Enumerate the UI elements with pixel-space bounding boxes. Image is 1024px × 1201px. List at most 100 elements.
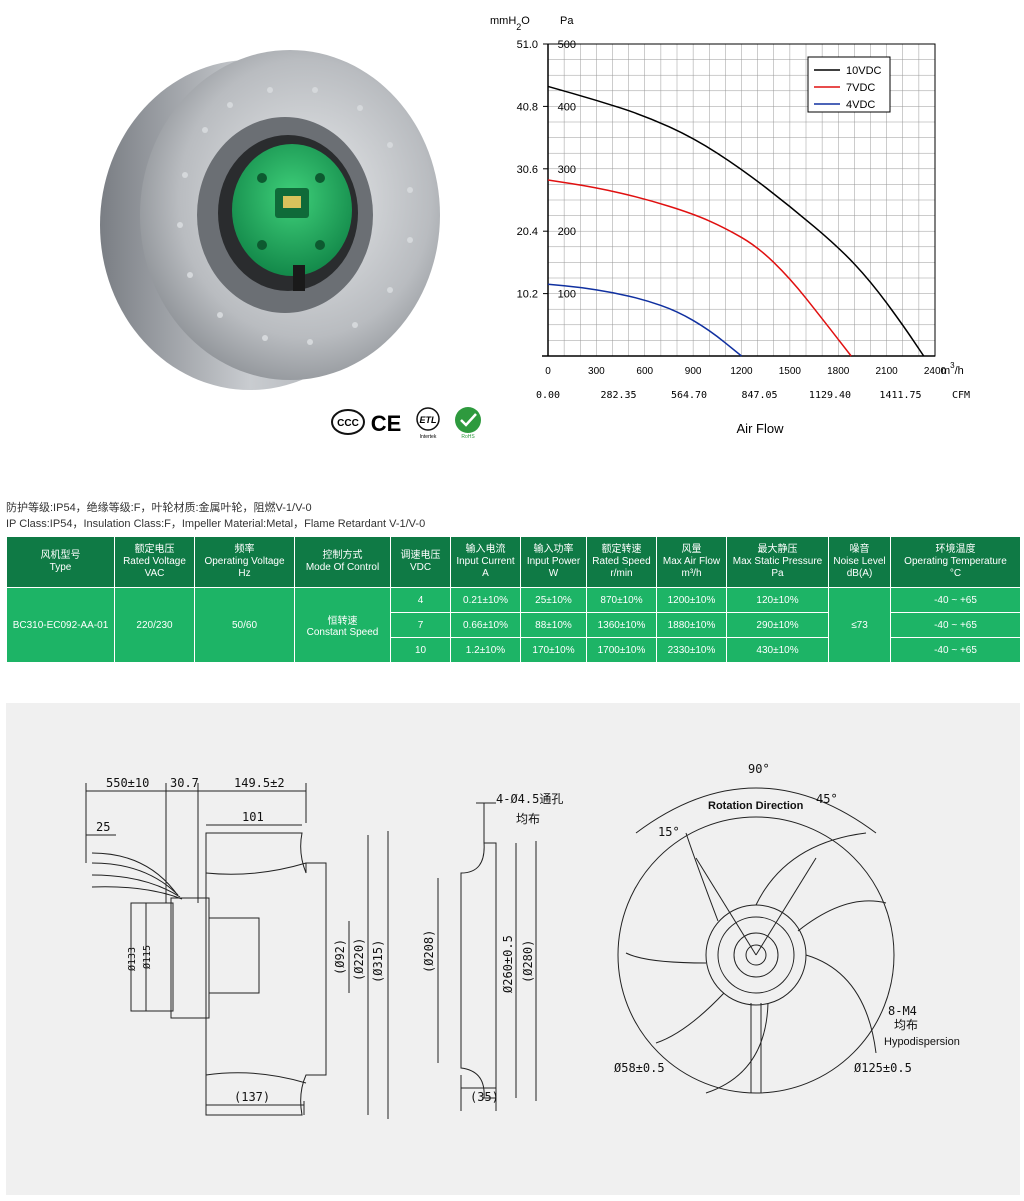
power-cell: 170±10% (520, 637, 587, 663)
noise-cell: ≤73 (828, 587, 891, 663)
svg-text:(Ø315): (Ø315) (371, 940, 385, 983)
power-cell: 25±10% (520, 587, 587, 613)
svg-text:Intertek: Intertek (420, 434, 437, 440)
temp-cell: -40 ~ +65 (890, 587, 1021, 613)
series-line-4VDC (547, 283, 742, 357)
y-tick-label-pa: 500 (558, 39, 576, 51)
spec-line-cn: 防护等级:IP54，绝缘等级:F，叶轮材质:金属叶轮，阻燃V-1/V-0 (6, 502, 312, 514)
svg-text:101: 101 (242, 810, 264, 824)
svg-text:Ø133: Ø133 (126, 947, 138, 971)
rohs-logo: RoHS (455, 407, 481, 440)
y-tick-label-mmh2o: 10.2 (517, 289, 538, 301)
svg-text:RoHS: RoHS (461, 434, 475, 440)
legend-label: 4VDC (846, 99, 875, 111)
y-unit-mmh2o: mmH2O (490, 15, 530, 32)
svg-text:8-M4: 8-M4 (888, 1004, 917, 1018)
svg-text:(Ø220): (Ø220) (352, 938, 366, 981)
x-tick-label-cmh: 2100 (876, 366, 899, 377)
x-tick-label-cmh: 900 (685, 366, 702, 377)
current-cell: 0.21±10% (450, 587, 521, 613)
svg-text:(Ø280): (Ø280) (521, 940, 535, 983)
x-unit-cmh: m3/h (941, 361, 964, 377)
legend-label: 10VDC (846, 65, 882, 77)
svg-text:(Ø208): (Ø208) (422, 930, 436, 973)
svg-text:15°: 15° (658, 825, 680, 839)
speed-cell: 1700±10% (586, 637, 657, 663)
svg-text:均布: 均布 (516, 812, 540, 826)
front-view-drawing (617, 787, 895, 1094)
spec-section: 防护等级:IP54，绝缘等级:F，叶轮材质:金属叶轮，阻燃V-1/V-0 IP … (6, 500, 1021, 663)
x-tick-label-cfm: 564.70 (671, 390, 707, 401)
y-tick-label-pa: 300 (558, 164, 576, 176)
flow-cell: 1200±10% (656, 587, 727, 613)
flow-cell: 2330±10% (656, 637, 727, 663)
series-line-7VDC (547, 179, 852, 357)
power-cell: 88±10% (520, 612, 587, 638)
y-tick-label-mmh2o: 40.8 (517, 101, 538, 113)
type-cell: BC310-EC092-AA-01 (6, 587, 115, 663)
inlet-ring-dimensions: 4-Ø4.5通孔 均布 (Ø208) Ø260±0.5 (Ø280) (35) (422, 792, 563, 1104)
side-view-drawing (85, 783, 389, 1119)
speed-cell: 870±10% (586, 587, 657, 613)
vdc-cell: 7 (390, 612, 451, 638)
svg-text:均布: 均布 (894, 1018, 918, 1032)
vdc-cell: 4 (390, 587, 451, 613)
svg-text:(Ø92): (Ø92) (333, 939, 347, 975)
y-unit-pa: Pa (560, 15, 574, 27)
y-tick-label-pa: 100 (558, 289, 576, 301)
x-unit-cfm: CFM (952, 390, 970, 401)
freq-cell: 50/60 (194, 587, 295, 663)
etl-logo: ETL Intertek (416, 407, 440, 440)
vdc-cell: 10 (390, 637, 451, 663)
svg-text:ETL: ETL (420, 415, 437, 425)
svg-text:149.5±2: 149.5±2 (234, 776, 285, 790)
y-tick-label-pa: 400 (558, 101, 576, 113)
table-row: 7 0.66±10% 88±10% 1360±10% 1880±10% 290±… (7, 612, 1021, 638)
current-cell: 1.2±10% (450, 637, 521, 663)
technical-drawings: 550±10 30.7 149.5±2 25 101 Ø133 Ø115 (Ø9… (6, 703, 1020, 1195)
x-axis-title: Air Flow (737, 421, 785, 436)
x-tick-label-cfm: 1129.40 (809, 390, 851, 401)
svg-text:550±10: 550±10 (106, 776, 149, 790)
table-row: 10 1.2±10% 170±10% 1700±10% 2330±10% 430… (7, 637, 1021, 663)
rotation-direction-label: Rotation Direction (708, 800, 804, 812)
fan-product-image (100, 50, 440, 390)
ccc-logo: CCC (331, 409, 365, 435)
svg-text:30.7: 30.7 (170, 776, 199, 790)
y-tick-label-pa: 200 (558, 226, 576, 238)
svg-text:Ø115: Ø115 (141, 945, 153, 969)
svg-text:25: 25 (96, 820, 110, 834)
x-tick-label-cmh: 0 (545, 366, 551, 377)
pressure-cell: 290±10% (726, 612, 829, 638)
svg-text:90°: 90° (748, 762, 770, 776)
x-tick-label-cfm: 847.05 (741, 390, 777, 401)
svg-text:4-Ø4.5通孔: 4-Ø4.5通孔 (496, 792, 563, 806)
voltage-cell: 220/230 (114, 587, 195, 663)
current-cell: 0.66±10% (450, 612, 521, 638)
x-tick-label-cmh: 300 (588, 366, 605, 377)
inlet-ring-drawing (437, 802, 537, 1111)
x-tick-label-cmh: 1200 (730, 366, 753, 377)
svg-text:Ø125±0.5: Ø125±0.5 (854, 1061, 912, 1075)
x-tick-label-cfm: 1411.75 (879, 390, 921, 401)
svg-text:Ø260±0.5: Ø260±0.5 (501, 935, 515, 993)
svg-text:Hypodispersion: Hypodispersion (884, 1036, 960, 1048)
speed-cell: 1360±10% (586, 612, 657, 638)
temp-cell: -40 ~ +65 (890, 612, 1021, 638)
chart-axes (542, 44, 935, 357)
